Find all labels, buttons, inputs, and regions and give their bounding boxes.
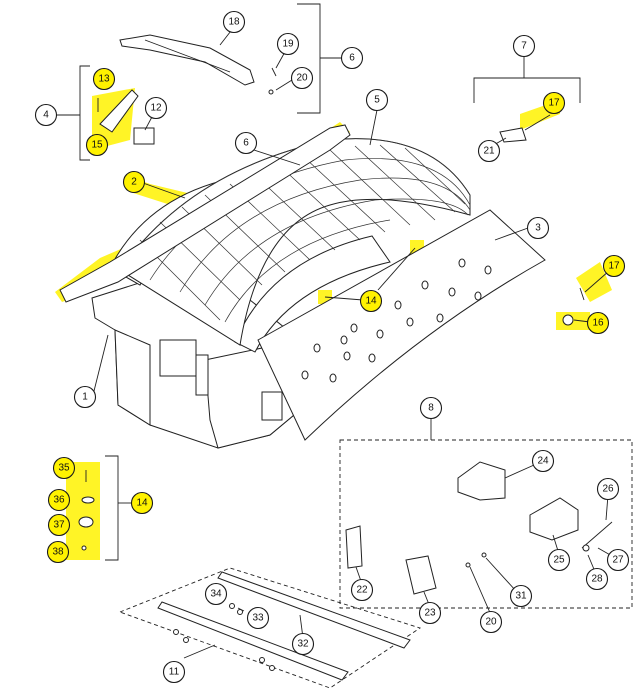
callout-4: 4: [34, 103, 58, 127]
svg-text:4: 4: [43, 110, 49, 121]
part-group-4: [97, 89, 155, 145]
svg-text:3: 3: [535, 223, 541, 234]
part-22-plate: [345, 525, 363, 569]
callout-17-top: 17: [542, 91, 566, 115]
svg-text:17: 17: [548, 98, 560, 109]
callout-27: 27: [606, 548, 630, 572]
callout-34: 34: [204, 582, 228, 606]
callout-15: 15: [85, 133, 109, 157]
svg-text:14: 14: [136, 498, 148, 509]
svg-text:8: 8: [428, 403, 434, 414]
callout-19: 19: [276, 32, 300, 56]
svg-text:28: 28: [591, 574, 603, 585]
callout-36: 36: [47, 488, 71, 512]
svg-text:18: 18: [228, 17, 240, 28]
callout-5: 5: [365, 88, 389, 112]
callout-14-group: 14: [130, 491, 154, 515]
part-19-20-screws: [268, 67, 277, 95]
callout-20-kit: 20: [479, 610, 503, 634]
callout-21: 21: [477, 139, 501, 163]
svg-text:19: 19: [282, 39, 294, 50]
kit-11: [118, 567, 422, 689]
callout-25: 25: [547, 548, 571, 572]
svg-text:36: 36: [53, 495, 65, 506]
plate-holes: [301, 258, 492, 383]
callout-32: 32: [291, 632, 315, 656]
svg-text:34: 34: [210, 589, 222, 600]
callout-8: 8: [419, 396, 443, 420]
part-32-rail-lower: [157, 601, 349, 681]
callout-31: 31: [509, 584, 533, 608]
callout-17-right: 17: [602, 254, 626, 278]
svg-text:26: 26: [602, 484, 614, 495]
svg-text:33: 33: [252, 613, 264, 624]
callout-6-top: 6: [340, 46, 364, 70]
callout-12: 12: [144, 96, 168, 120]
svg-text:12: 12: [150, 103, 162, 114]
svg-text:13: 13: [98, 74, 110, 85]
callout-33: 33: [246, 606, 270, 630]
svg-text:17: 17: [608, 261, 620, 272]
parts-16-17: [562, 287, 585, 326]
callout-38: 38: [46, 540, 70, 564]
callout-35: 35: [52, 456, 76, 480]
svg-text:16: 16: [592, 318, 604, 329]
svg-text:14: 14: [365, 296, 377, 307]
callout-3: 3: [526, 216, 550, 240]
svg-text:6: 6: [243, 138, 249, 149]
svg-text:5: 5: [374, 95, 380, 106]
part-32-rail-upper: [217, 571, 411, 649]
control-box: [159, 339, 197, 377]
callout-2: 2: [122, 170, 146, 194]
svg-text:35: 35: [58, 463, 70, 474]
callouts: 1 2 3 4 5 6 6 7 8 11 12 13 14 14 15 16 1…: [34, 10, 630, 684]
callout-14-plate: 14: [359, 289, 383, 313]
callout-37: 37: [47, 513, 71, 537]
part-18-bracket: [119, 34, 255, 86]
callout-23: 23: [418, 601, 442, 625]
svg-text:11: 11: [169, 667, 180, 678]
callout-22: 22: [350, 578, 374, 602]
svg-text:15: 15: [91, 140, 103, 151]
svg-text:6: 6: [349, 53, 355, 64]
svg-text:38: 38: [52, 547, 64, 558]
callout-28: 28: [585, 567, 609, 591]
part-23-plate: [405, 555, 437, 595]
svg-text:7: 7: [521, 41, 527, 52]
callout-7: 7: [512, 34, 536, 58]
svg-text:37: 37: [53, 520, 65, 531]
callout-18: 18: [222, 10, 246, 34]
svg-text:25: 25: [553, 555, 565, 566]
part-25-bracket: [529, 497, 579, 541]
svg-text:23: 23: [424, 608, 436, 619]
svg-text:2: 2: [131, 177, 137, 188]
svg-text:21: 21: [483, 146, 495, 157]
svg-text:31: 31: [515, 591, 527, 602]
svg-text:20: 20: [296, 73, 308, 84]
callout-13: 13: [92, 67, 116, 91]
svg-text:27: 27: [612, 555, 624, 566]
callout-20-top: 20: [290, 66, 314, 90]
machine-assembly: [59, 124, 546, 449]
callout-1: 1: [73, 385, 97, 409]
part-24-bracket: [457, 461, 506, 501]
svg-text:22: 22: [356, 585, 368, 596]
callout-24: 24: [531, 449, 555, 473]
part-21: [499, 127, 527, 143]
svg-text:1: 1: [82, 392, 88, 403]
callout-11: 11: [162, 660, 186, 684]
part-group-14: [78, 470, 95, 551]
svg-text:20: 20: [485, 617, 497, 628]
kit-8: [339, 439, 633, 609]
callout-26: 26: [596, 477, 620, 501]
discharge-plate: [257, 209, 546, 441]
svg-text:24: 24: [537, 456, 549, 467]
top-rail: [59, 124, 351, 303]
svg-text:32: 32: [297, 639, 309, 650]
callout-6-mid: 6: [234, 131, 258, 155]
callout-16: 16: [586, 311, 610, 335]
